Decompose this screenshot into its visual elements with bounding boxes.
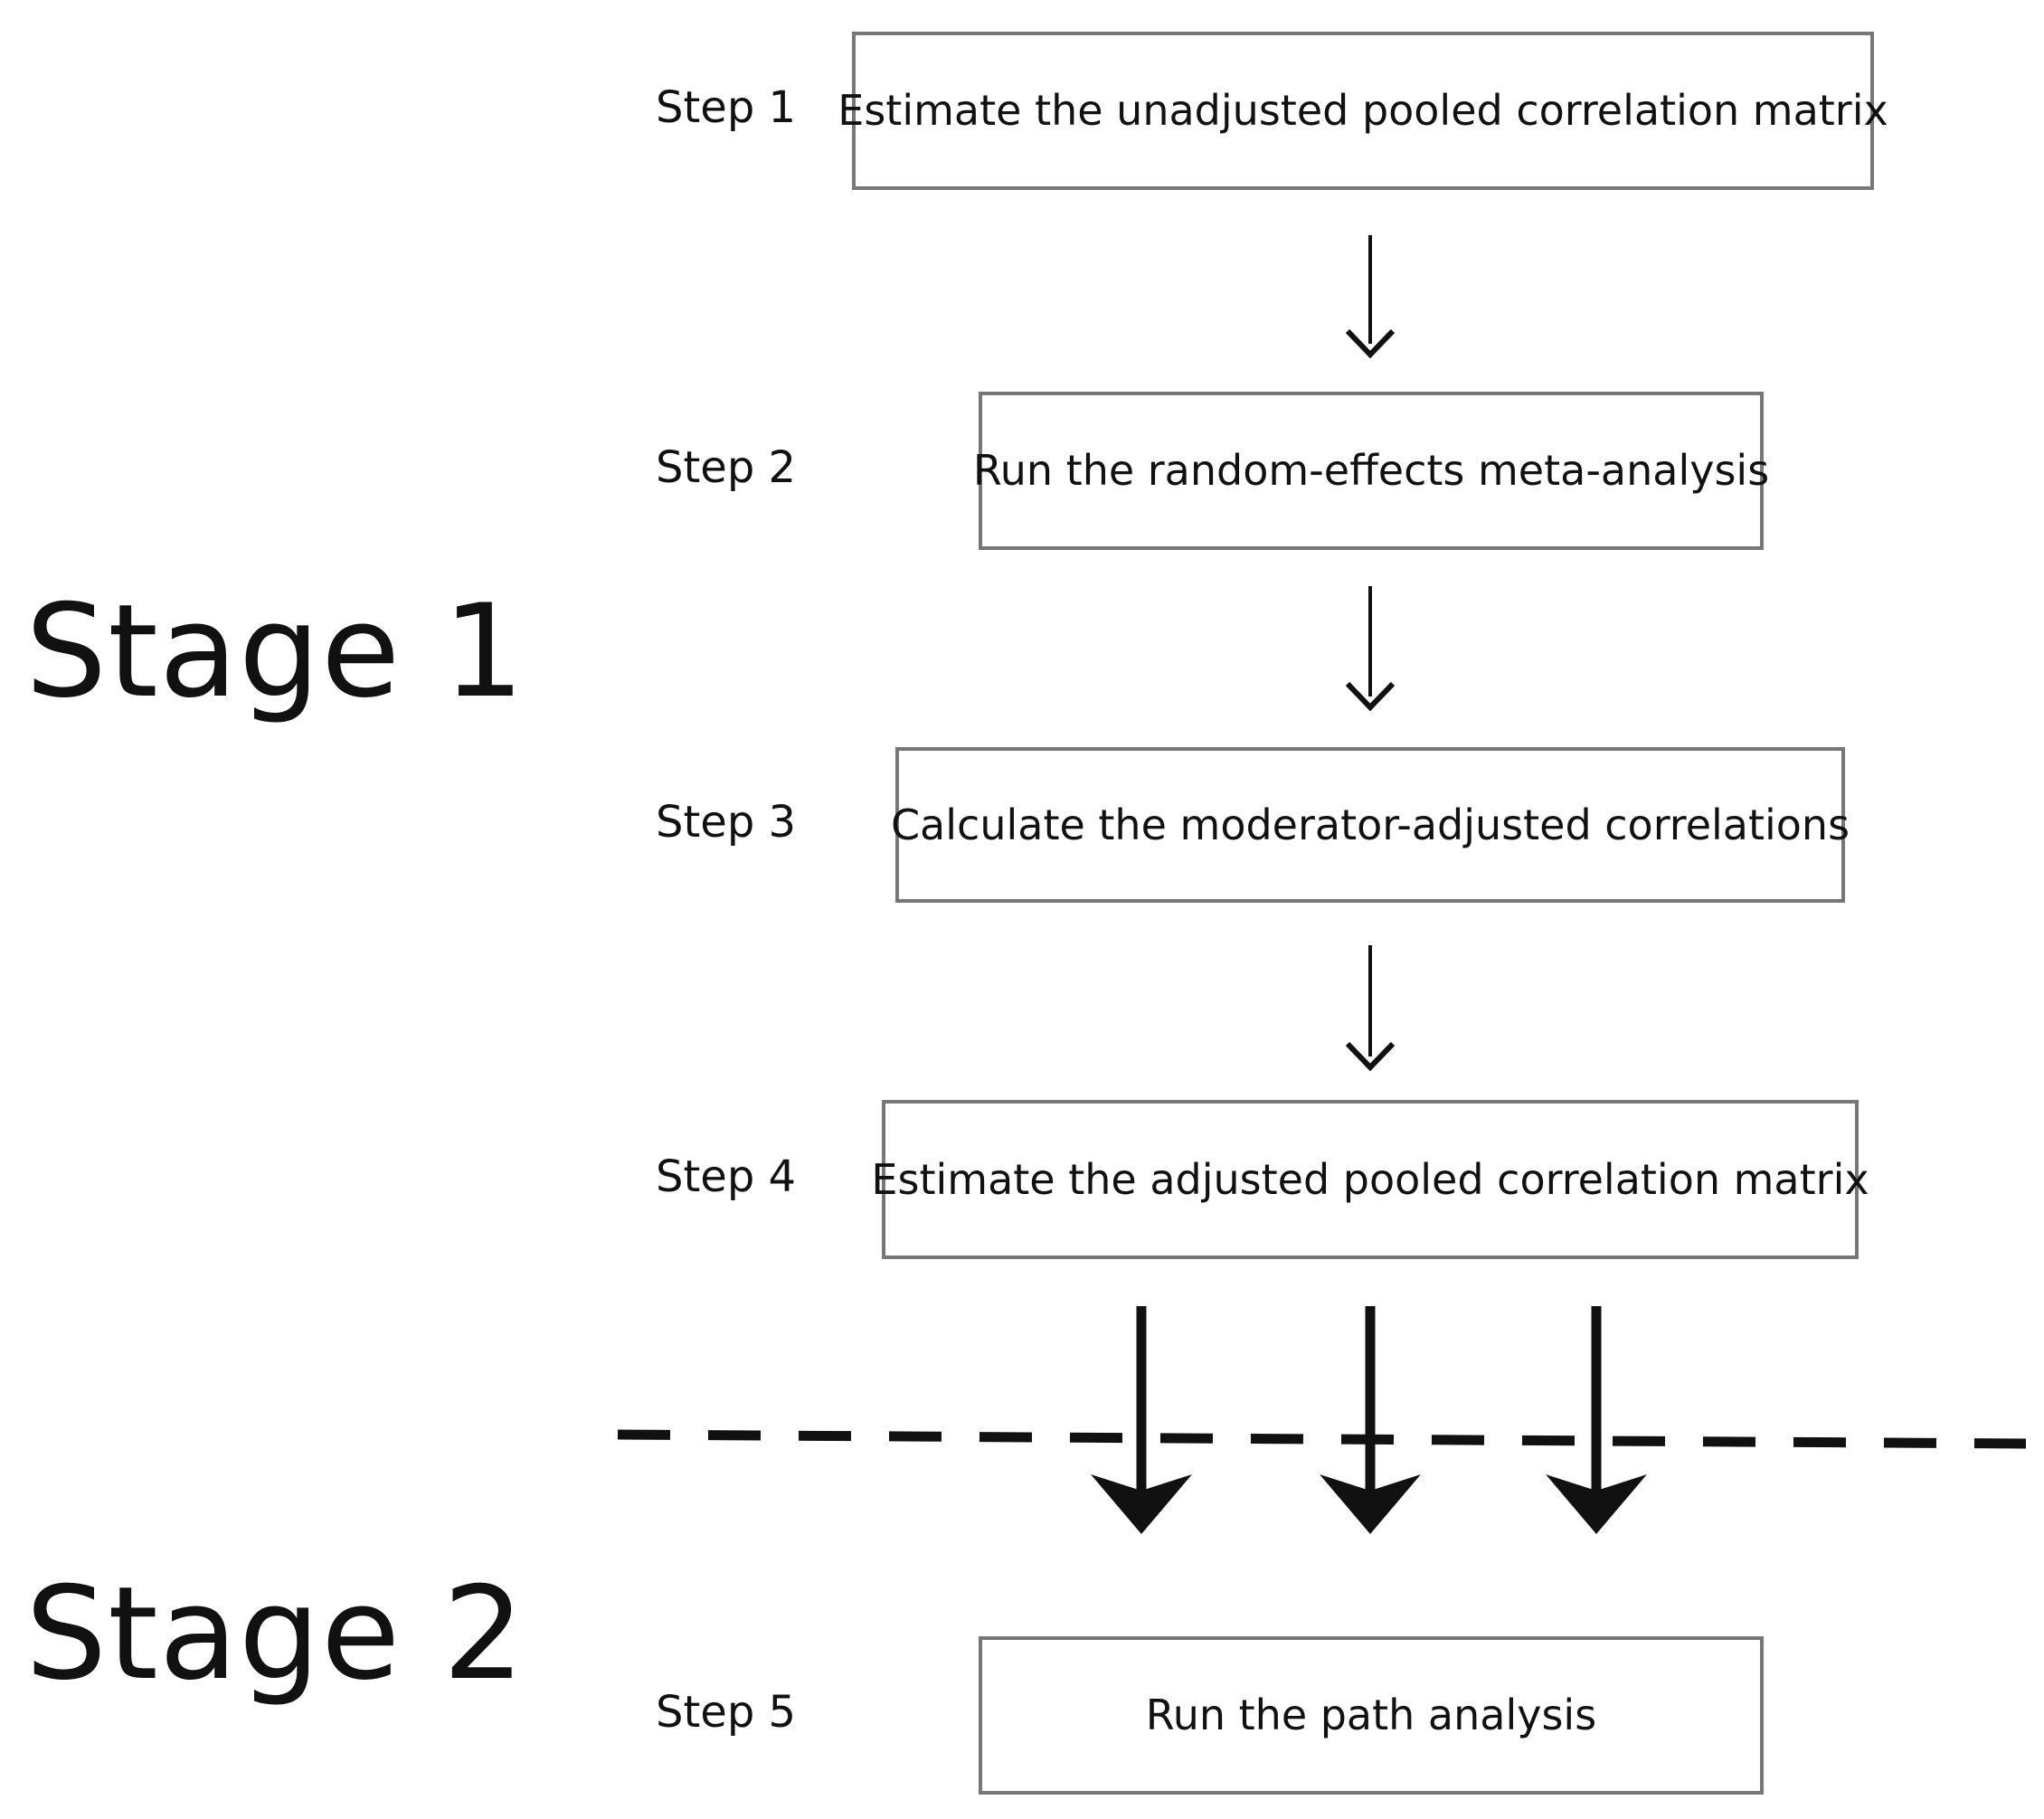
bold-arrow-right xyxy=(1546,1306,1647,1534)
stage-divider xyxy=(617,1429,2027,1449)
step-1-box: Estimate the unadjusted pooled correlati… xyxy=(837,32,1888,190)
bold-arrow-center xyxy=(1320,1306,1421,1534)
step-1-text: Estimate the unadjusted pooled correlati… xyxy=(837,86,1888,136)
stage-1-label: Stage 1 xyxy=(25,577,525,726)
step-4-box: Estimate the adjusted pooled correlation… xyxy=(871,1100,1869,1259)
step-4-text: Estimate the adjusted pooled correlation… xyxy=(871,1154,1869,1204)
stage-2-label: Stage 2 xyxy=(25,1559,525,1709)
arrow-step2-step3 xyxy=(1345,586,1396,712)
step-2-box: Run the random-effects meta-analysis xyxy=(973,392,1769,550)
step-5-label: Step 5 xyxy=(656,1687,797,1738)
step-2-text: Run the random-effects meta-analysis xyxy=(972,446,1770,496)
step-1-label: Step 1 xyxy=(656,82,797,133)
step-3-text: Calculate the moderator-adjusted correla… xyxy=(890,800,1850,849)
step-2-label: Step 2 xyxy=(656,442,797,493)
step-3-label: Step 3 xyxy=(656,797,797,848)
step-5-box: Run the path analysis xyxy=(979,1636,1764,1795)
arrow-step3-step4 xyxy=(1345,945,1396,1072)
bold-arrow-left xyxy=(1091,1306,1192,1534)
arrow-step1-step2 xyxy=(1345,235,1396,359)
step-4-label: Step 4 xyxy=(656,1151,797,1202)
step-3-box: Calculate the moderator-adjusted correla… xyxy=(891,747,1850,903)
step-5-text: Run the path analysis xyxy=(1145,1691,1597,1740)
